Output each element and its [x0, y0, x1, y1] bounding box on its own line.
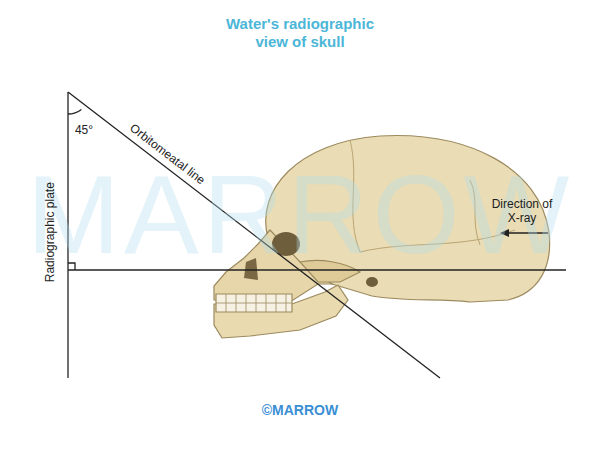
plate-label: Radiographic plate — [43, 182, 57, 282]
diagram-title: Water's radiographic view of skull — [211, 15, 389, 51]
ear-opening — [366, 277, 378, 287]
angle-label: 45° — [75, 123, 93, 137]
direction-label: Direction of X-ray — [490, 197, 554, 226]
angle-arc — [68, 109, 81, 114]
copyright-label: ©MARROW — [262, 402, 338, 419]
watermark: MARROW — [27, 148, 574, 282]
